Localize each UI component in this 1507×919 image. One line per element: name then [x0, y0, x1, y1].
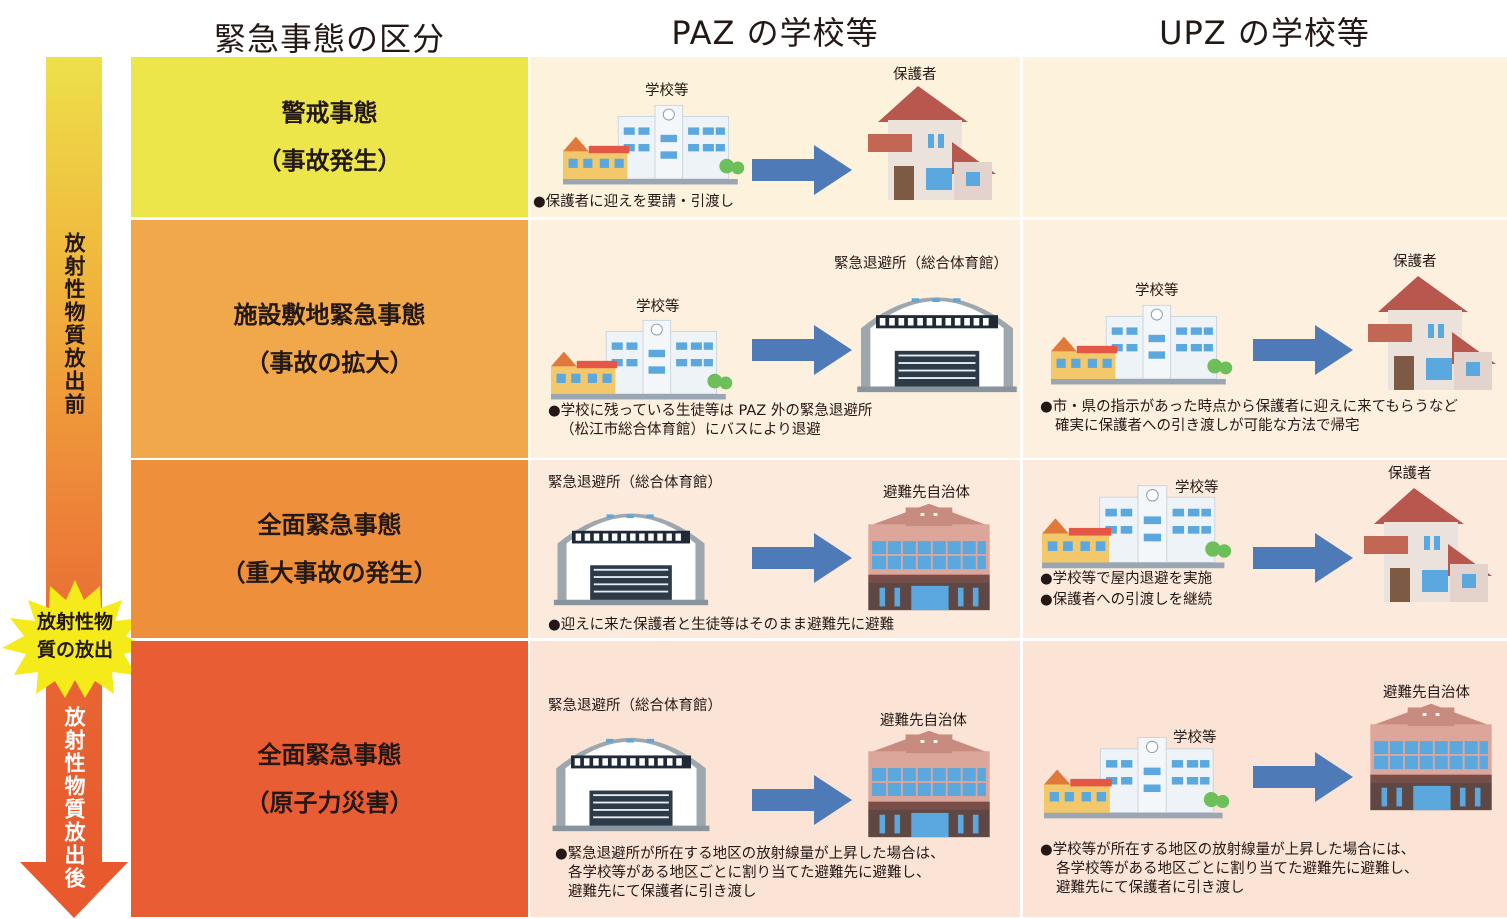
- arrow-right-icon: [752, 145, 852, 195]
- gym-icon: [550, 489, 712, 607]
- from-label: 学校等: [1173, 730, 1217, 746]
- category-title: 全面緊急事態: [257, 741, 402, 769]
- from-label: 学校等: [1175, 480, 1219, 496]
- to-label: 保護者: [1393, 254, 1437, 270]
- note-line: ●市・県の指示があった時点から保護者に迎えに来てもらうなど: [1040, 399, 1458, 415]
- category-row-4: 全面緊急事態 （原子力災害）: [131, 641, 528, 917]
- category-title: 施設敷地緊急事態: [233, 301, 426, 329]
- cityhall-icon: [856, 727, 1002, 839]
- note-line: ●学校に残っている生徒等は PAZ 外の緊急退避所: [548, 403, 873, 419]
- from-label: 緊急退避所（総合体育館）: [548, 475, 722, 491]
- note-line: ●保護者への引渡しを継続: [1040, 592, 1213, 608]
- house-icon: [1358, 270, 1498, 394]
- to-label: 保護者: [1388, 466, 1432, 482]
- category-row-3: 全面緊急事態 （重大事故の発生）: [131, 460, 528, 638]
- note-line: ●迎えに来た保護者と生徒等はそのまま避難先に避難: [548, 617, 895, 633]
- cityhall-icon: [856, 500, 1002, 612]
- to-label: 保護者: [893, 67, 937, 83]
- school-icon: [1046, 298, 1240, 390]
- category-title: 警戒事態: [281, 99, 378, 127]
- paz-header: PAZ の学校等: [671, 14, 879, 52]
- after-release-label: 放射性物質放出後: [62, 706, 86, 890]
- timeline-arrow-bar: [46, 57, 102, 865]
- upz-cell-row-1: [1023, 57, 1507, 217]
- from-label: 学校等: [1135, 283, 1179, 299]
- category-header: 緊急事態の区分: [213, 20, 445, 58]
- note-line: 各学校等がある地区ごとに割り当てた避難先に避難し、: [1056, 861, 1419, 877]
- category-row-1: 警戒事態 （事故発生）: [131, 57, 528, 217]
- timeline-arrow-head: [20, 862, 128, 918]
- arrow-right-icon: [752, 325, 852, 375]
- house-icon: [1354, 482, 1494, 606]
- category-subtitle: （重大事故の発生）: [221, 559, 438, 587]
- from-label: 学校等: [645, 83, 689, 99]
- school-icon: [546, 313, 740, 405]
- arrow-right-icon: [752, 533, 852, 583]
- arrow-right-icon: [752, 775, 852, 825]
- to-label: 避難先自治体: [880, 713, 967, 729]
- to-label: 避難先自治体: [883, 485, 970, 501]
- arrow-right-icon: [1253, 533, 1353, 583]
- to-label: 避難先自治体: [1383, 685, 1470, 701]
- note-line: （松江市総合体育館）にバスにより退避: [560, 422, 821, 438]
- release-label: 放射性物質の放出: [36, 611, 113, 661]
- note-line: ●学校等が所在する地区の放射線量が上昇した場合には、: [1040, 842, 1416, 858]
- from-label: 緊急退避所（総合体育館）: [548, 698, 722, 714]
- arrow-right-icon: [1253, 325, 1353, 375]
- arrow-right-icon: [1253, 752, 1353, 802]
- upz-header: UPZ の学校等: [1159, 14, 1370, 52]
- cityhall-icon: [1358, 700, 1504, 812]
- before-release-label: 放射性物質放出前: [62, 232, 86, 416]
- note-line: ●保護者に迎えを要請・引渡し: [533, 194, 735, 210]
- note-line: 避難先にて保護者に引き渡し: [1056, 880, 1245, 896]
- category-subtitle: （原子力災害）: [245, 789, 414, 817]
- category-subtitle: （事故の拡大）: [245, 349, 414, 377]
- from-label: 学校等: [636, 299, 680, 315]
- note-line: 各学校等がある地区ごとに割り当てた避難先に避難し、: [568, 865, 931, 881]
- school-icon: [1040, 730, 1236, 824]
- note-line: ●緊急退避所が所在する地区の放射線量が上昇した場合は、: [555, 846, 945, 862]
- category-subtitle: （事故発生）: [257, 147, 402, 175]
- gym-icon: [550, 713, 712, 833]
- school-icon: [1040, 478, 1236, 574]
- school-icon: [560, 98, 750, 190]
- note-line: 避難先にて保護者に引き渡し: [568, 884, 757, 900]
- category-row-2: 施設敷地緊急事態 （事故の拡大）: [131, 220, 528, 458]
- note-line: 確実に保護者への引き渡しが可能な方法で帰宅: [1055, 418, 1360, 434]
- gym-icon: [852, 272, 1022, 394]
- to-label: 緊急退避所（総合体育館）: [834, 256, 1008, 272]
- release-burst-icon: [2, 580, 148, 698]
- category-title: 全面緊急事態: [257, 511, 402, 539]
- note-line: ●学校等で屋内退避を実施: [1040, 571, 1213, 587]
- house-icon: [858, 82, 998, 202]
